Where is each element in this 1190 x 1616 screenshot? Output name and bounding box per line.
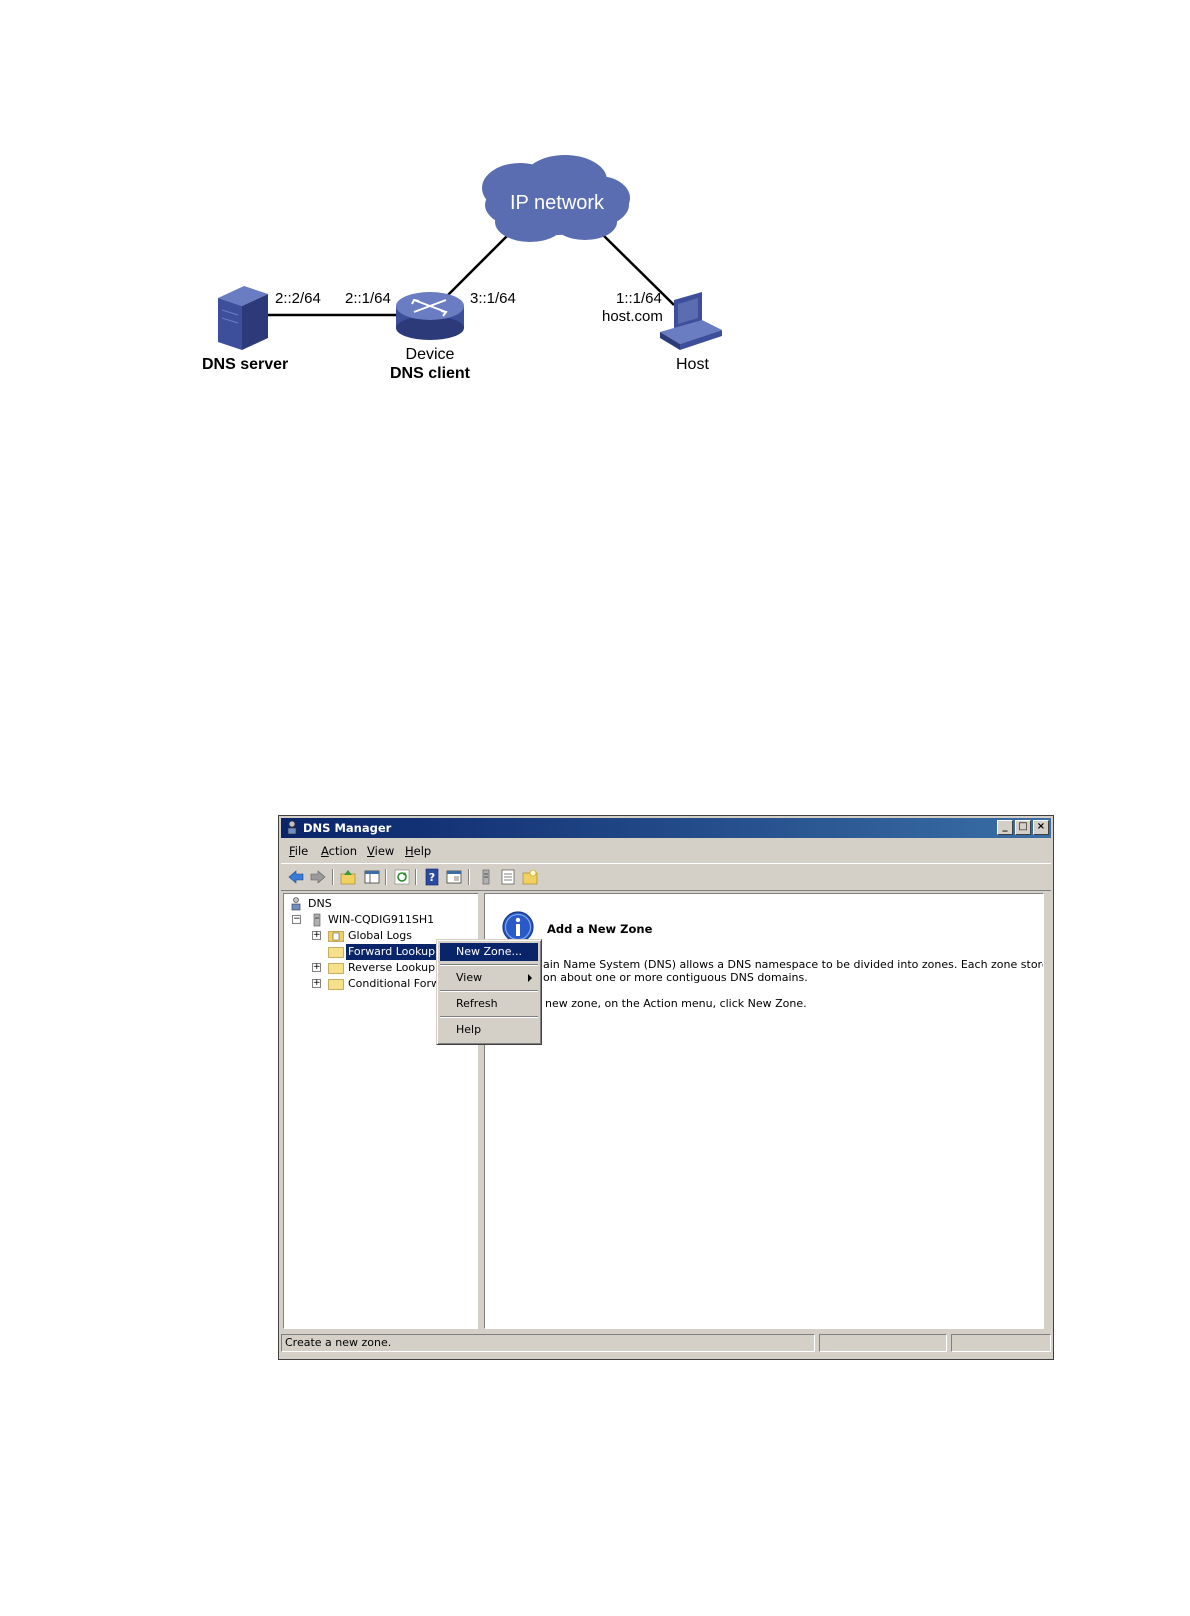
menu-item-refresh[interactable]: Refresh <box>456 997 498 1010</box>
menu-action[interactable]: Action <box>321 844 358 858</box>
network-diagram: IP network 2::2/64 2::1/64 3::1/64 1::1/… <box>0 0 1190 420</box>
router-icon <box>396 292 464 340</box>
forward-icon[interactable] <box>309 868 327 886</box>
cloud-label: IP network <box>509 192 605 214</box>
menu-item-view[interactable]: View <box>440 969 538 987</box>
server-icon[interactable] <box>477 868 495 886</box>
folder-icon <box>328 963 344 974</box>
menu-view[interactable]: View <box>367 844 395 858</box>
tree-item-conditional-forwarders[interactable]: + Conditional Forwar <box>288 976 468 992</box>
dns-root-icon <box>291 897 301 911</box>
toolbar-separator <box>468 869 470 885</box>
status-panel <box>819 1334 947 1352</box>
menu-file[interactable]: File <box>289 844 309 858</box>
menu-separator <box>440 1016 538 1018</box>
device-label: Device <box>405 346 455 363</box>
title-bar[interactable]: DNS Manager _ □ × <box>281 818 1051 838</box>
close-button[interactable]: × <box>1033 820 1049 835</box>
expand-icon[interactable]: + <box>312 930 321 940</box>
pane-instruction: new zone, on the Action menu, click New … <box>545 997 807 1010</box>
toolbar-separator <box>385 869 387 885</box>
folder-new-icon[interactable] <box>521 868 539 886</box>
menu-separator <box>440 990 538 992</box>
details-pane: Add a New Zone ain Name System (DNS) all… <box>484 893 1044 1329</box>
tree-label-server: WIN-CQDIG911SH1 <box>328 913 435 926</box>
submenu-arrow-icon <box>528 974 532 982</box>
server-node-icon <box>313 913 321 927</box>
toolbar-separator <box>332 869 334 885</box>
dns-client-label: DNS client <box>389 365 471 382</box>
host-name-label: host.com <box>602 308 663 325</box>
device-right-ip-label: 3::1/64 <box>470 290 516 307</box>
tree-label-dns: DNS <box>308 897 332 910</box>
pane-splitter[interactable] <box>478 893 484 1329</box>
toolbar-separator <box>415 869 417 885</box>
status-bar: Create a new zone. <box>281 1333 1051 1353</box>
pane-description-line1: ain Name System (DNS) allows a DNS names… <box>543 958 1044 971</box>
ip-network-cloud <box>482 155 630 242</box>
menu-item-help[interactable]: Help <box>456 1023 482 1036</box>
context-menu: New Zone... View Refresh Help <box>436 939 542 1045</box>
tree-label-reverse-lookup-zones: Reverse Lookup Zo <box>348 961 453 974</box>
back-icon[interactable] <box>287 868 305 886</box>
refresh-icon[interactable] <box>393 868 411 886</box>
folder-icon <box>328 979 344 990</box>
host-label: Host <box>676 356 709 373</box>
device-left-ip-label: 2::1/64 <box>345 290 391 307</box>
menu-help[interactable]: Help <box>405 844 432 858</box>
dns-server-icon <box>218 286 268 350</box>
status-panel <box>951 1334 1051 1352</box>
maximize-button[interactable]: □ <box>1015 820 1031 835</box>
menu-separator <box>440 964 538 966</box>
toolbar: ? <box>281 863 1051 891</box>
host-computer-icon <box>660 292 722 350</box>
tree-item-dns[interactable]: DNS <box>288 896 468 912</box>
log-folder-icon <box>328 931 344 942</box>
menu-bar: File Action View Help <box>281 840 1051 862</box>
tree-label-conditional-forwarders: Conditional Forwar <box>348 977 452 990</box>
collapse-icon[interactable]: − <box>292 914 301 924</box>
window-title: DNS Manager <box>303 821 392 835</box>
list-icon[interactable] <box>499 868 517 886</box>
status-text: Create a new zone. <box>281 1334 815 1352</box>
minimize-button[interactable]: _ <box>997 820 1013 835</box>
show-hide-tree-icon[interactable] <box>363 868 381 886</box>
dns-server-label: DNS server <box>202 356 289 373</box>
tree-item-server[interactable]: − WIN-CQDIG911SH1 <box>288 912 468 928</box>
help-icon[interactable]: ? <box>423 868 441 886</box>
folder-icon <box>328 947 344 958</box>
tree-item-global-logs[interactable]: + Global Logs <box>288 928 468 944</box>
server-ip-label: 2::2/64 <box>275 290 321 307</box>
diagram-drawing <box>218 155 722 350</box>
info-icon <box>502 911 534 943</box>
dns-app-icon <box>287 820 297 835</box>
link-device-cloud <box>444 229 514 299</box>
properties-icon[interactable] <box>445 868 463 886</box>
dns-manager-window: DNS Manager _ □ × File Action View Help … <box>278 815 1054 1360</box>
expand-icon[interactable]: + <box>312 978 321 988</box>
menu-item-new-zone[interactable]: New Zone... <box>440 943 538 961</box>
tree-label-global-logs: Global Logs <box>348 929 412 942</box>
up-folder-icon[interactable] <box>339 868 357 886</box>
expand-icon[interactable]: + <box>312 962 321 972</box>
host-ip-label: 1::1/64 <box>616 290 662 307</box>
link-cloud-host <box>599 231 675 306</box>
tree-item-reverse-lookup-zones[interactable]: + Reverse Lookup Zo <box>288 960 468 976</box>
svg-text:?: ? <box>429 871 435 884</box>
pane-heading: Add a New Zone <box>547 922 653 936</box>
pane-description-line2: on about one or more contiguous DNS doma… <box>543 971 808 984</box>
